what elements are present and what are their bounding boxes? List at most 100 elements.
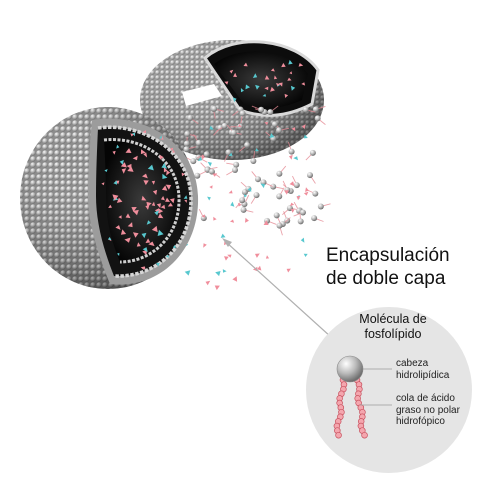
- cargo-fragment: [303, 134, 308, 139]
- lipid-head: [253, 192, 260, 199]
- cargo-fragment: [160, 196, 165, 201]
- tail-label: cola de ácido graso no polar hidrofópico: [396, 393, 460, 428]
- cargo-fragment: [136, 242, 141, 247]
- cargo-fragment: [301, 124, 306, 130]
- cargo-fragment: [107, 237, 112, 241]
- phospholipid-molecule-icon: [333, 355, 392, 439]
- cargo-fragment: [141, 195, 147, 201]
- cargo-fragment: [142, 247, 148, 253]
- cargo-fragment: [148, 241, 155, 247]
- cargo-fragment: [298, 63, 304, 67]
- cargo-fragment: [151, 225, 158, 233]
- cargo-fragment: [263, 220, 269, 225]
- cargo-fragment: [140, 149, 146, 155]
- cargo-fragment: [160, 135, 164, 140]
- lipid-head: [184, 130, 191, 137]
- inset-title-line-2: fosfolípido: [364, 327, 422, 341]
- cargo-fragment: [197, 157, 203, 162]
- cargo-fragment: [131, 207, 137, 212]
- inset-title-line-1: Molécula de: [359, 312, 427, 326]
- cargo-fragment: [264, 75, 270, 80]
- cargo-fragment: [161, 162, 167, 169]
- lipid-head: [244, 142, 251, 149]
- cargo-fragment: [207, 196, 211, 201]
- lipid-head: [317, 203, 324, 210]
- cargo-fragment: [120, 229, 127, 235]
- tail-label-line-3: hidrofópico: [396, 416, 445, 427]
- cargo-fragment: [229, 69, 234, 74]
- cargo-fragment: [165, 184, 172, 190]
- cargo-fragment: [281, 62, 286, 68]
- cargo-fragment: [214, 285, 220, 291]
- cargo-fragment: [270, 68, 275, 72]
- cargo-fragment: [169, 198, 175, 204]
- cargo-fragment: [125, 148, 132, 153]
- cargo-fragment: [162, 173, 168, 179]
- cargo-fragment: [289, 71, 293, 75]
- lipid-head: [307, 172, 314, 179]
- cargo-fragment: [146, 220, 151, 225]
- cargo-fragment: [119, 159, 124, 165]
- lipid-head: [195, 139, 202, 146]
- cargo-fragment: [274, 75, 278, 80]
- cargo-fragment: [116, 197, 123, 203]
- lipid-head: [240, 206, 247, 213]
- cargo-fragment: [121, 168, 127, 174]
- lipid-head: [254, 176, 261, 183]
- lipid-head: [194, 172, 201, 179]
- cargo-fragment: [305, 187, 309, 192]
- cargo-fragment: [145, 205, 150, 210]
- cargo-fragment: [130, 133, 134, 137]
- lipid-head: [276, 222, 283, 229]
- lipid-head: [267, 109, 274, 116]
- cargo-fragment: [255, 253, 260, 258]
- lipid-head: [270, 183, 277, 190]
- cargo-fragment: [243, 62, 248, 67]
- cargo-fragment: [163, 167, 168, 173]
- cargo-fragment: [115, 225, 121, 230]
- cargo-fragment: [260, 183, 265, 189]
- cargo-fragment: [257, 265, 262, 271]
- cargo-fragment: [205, 280, 211, 286]
- cargo-fragment: [165, 197, 170, 202]
- cargo-fragment: [172, 244, 176, 249]
- lipid-head: [221, 122, 228, 129]
- head-label-line-1: cabeza: [396, 358, 429, 369]
- cargo-fragment: [108, 204, 112, 208]
- cargo-fragment: [132, 209, 139, 216]
- cargo-fragment: [269, 133, 275, 138]
- cargo-fragment: [160, 204, 166, 209]
- lipid-head: [187, 114, 194, 121]
- cargo-fragment: [143, 180, 149, 186]
- cargo-fragment: [201, 154, 205, 160]
- cargo-fragment: [255, 84, 260, 90]
- cargo-fragment: [184, 270, 191, 276]
- cargo-fragment: [265, 255, 270, 259]
- lipid-head: [299, 209, 306, 216]
- cargo-fragment: [152, 189, 158, 195]
- cargo-fragment: [156, 203, 161, 209]
- lipid-head: [288, 148, 295, 155]
- cargo-fragment: [181, 172, 185, 177]
- cargo-fragment: [287, 77, 292, 81]
- cargo-fragment: [145, 238, 151, 243]
- lipid-head: [293, 182, 300, 189]
- cargo-fragment: [209, 125, 214, 130]
- cargo-fragment: [104, 169, 108, 173]
- cargo-fragment: [290, 85, 296, 91]
- tail-label-line-1: cola de ácido: [396, 393, 455, 404]
- lipid-head: [183, 146, 190, 153]
- cargo-fragment: [147, 164, 154, 171]
- lipid-head: [208, 168, 215, 175]
- cargo-fragment: [230, 201, 235, 207]
- title-line-1: Encapsulación: [326, 245, 450, 266]
- lipid-head: [311, 215, 318, 222]
- cargo-fragment: [113, 180, 117, 185]
- cargo-fragment: [264, 122, 269, 125]
- head-label: cabeza hidrolipídica: [396, 358, 449, 381]
- cargo-fragment: [286, 268, 291, 273]
- cargo-fragment: [289, 181, 295, 187]
- lipid-head: [312, 106, 319, 113]
- tail-bead: [361, 431, 368, 439]
- cargo-fragment: [156, 262, 160, 267]
